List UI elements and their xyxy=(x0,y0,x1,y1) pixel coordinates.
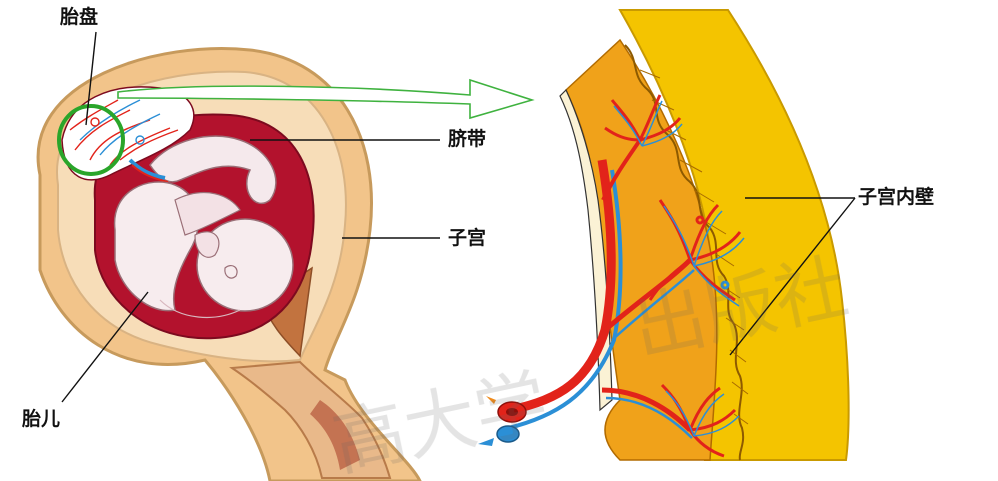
label-placenta: 胎盘 xyxy=(60,8,98,27)
label-uterine-inner-wall: 子宫内壁 xyxy=(858,188,934,207)
svg-text:高大学: 高大学 xyxy=(326,360,555,481)
label-uterus: 子宫 xyxy=(448,229,486,248)
label-umbilical-cord: 脐带 xyxy=(448,130,486,149)
label-fetus: 胎儿 xyxy=(22,410,60,429)
